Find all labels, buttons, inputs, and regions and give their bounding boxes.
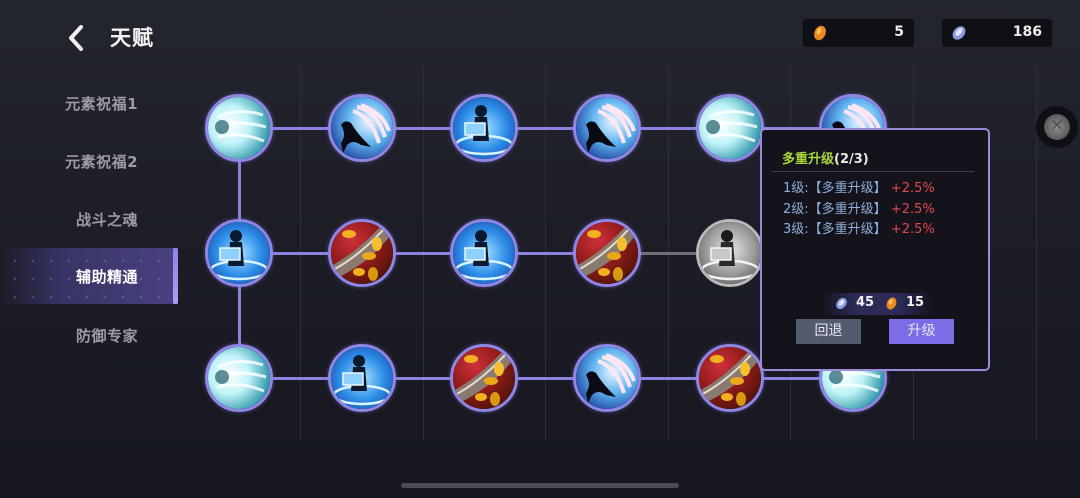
blue-crystal-icon xyxy=(836,297,847,310)
hologram-figure-icon xyxy=(453,97,515,159)
angel-silhouette-icon xyxy=(576,347,638,409)
sidebar-item-defense-expert[interactable]: 防御专家 xyxy=(0,307,178,363)
connector xyxy=(515,377,577,380)
talent-node-r2c4[interactable] xyxy=(573,219,641,287)
sidebar-item-label: 防御专家 xyxy=(75,327,138,345)
connector xyxy=(515,252,577,255)
level-line: 3级:【多重升级】 +2.5% xyxy=(783,222,935,237)
wing-burst-icon xyxy=(208,97,270,159)
home-indicator[interactable] xyxy=(401,483,679,488)
connector xyxy=(638,127,700,130)
orange-gem-icon xyxy=(886,297,897,310)
hologram-figure-icon xyxy=(453,222,515,284)
sidebar-item-support-mastery[interactable]: 辅助精通 xyxy=(0,248,178,304)
talent-node-r1c1[interactable] xyxy=(205,94,273,162)
currency-gold: 5 xyxy=(803,19,914,47)
talent-node-r1c3[interactable] xyxy=(450,94,518,162)
connector-locked xyxy=(638,252,700,255)
sidebar-item-element-blessing-1[interactable]: 元素祝福1 xyxy=(0,75,178,131)
sidebar-item-label: 元素祝福2 xyxy=(65,153,138,171)
connector xyxy=(638,377,700,380)
connector xyxy=(515,127,577,130)
talent-node-r3c3[interactable] xyxy=(450,344,518,412)
talent-tooltip: 多重升级(2/3) 1级:【多重升级】 +2.5% 2级:【多重升级】 +2.5… xyxy=(760,128,990,371)
talent-node-r1c5[interactable] xyxy=(696,94,764,162)
sidebar-item-battle-soul[interactable]: 战斗之魂 xyxy=(0,191,178,247)
connector xyxy=(270,252,332,255)
connector xyxy=(270,127,332,130)
currency-crystal: 186 xyxy=(942,19,1052,47)
talent-node-r2c2[interactable] xyxy=(328,219,396,287)
angel-silhouette-icon xyxy=(576,97,638,159)
talent-node-r3c4[interactable] xyxy=(573,344,641,412)
sidebar-item-label: 战斗之魂 xyxy=(75,211,138,229)
tooltip-progress: (2/3) xyxy=(834,152,869,167)
wing-burst-icon xyxy=(699,97,761,159)
close-circle-icon xyxy=(1044,114,1070,140)
connector xyxy=(393,252,454,255)
gold-coins-icon xyxy=(576,222,638,284)
connector xyxy=(393,377,454,380)
talent-node-r3c5[interactable] xyxy=(696,344,764,412)
talent-node-r2c5-locked[interactable] xyxy=(696,219,764,287)
talent-node-r3c2[interactable] xyxy=(328,344,396,412)
sidebar-item-label: 元素祝福1 xyxy=(65,95,138,113)
upgrade-button[interactable]: 升级 xyxy=(889,319,954,344)
talent-node-r3c1[interactable] xyxy=(205,344,273,412)
talent-node-r2c3[interactable] xyxy=(450,219,518,287)
hologram-figure-icon xyxy=(331,347,393,409)
revert-button[interactable]: 回退 xyxy=(796,319,861,344)
divider xyxy=(772,171,974,172)
talent-node-r1c4[interactable] xyxy=(573,94,641,162)
grid-divider xyxy=(1036,66,1037,440)
sidebar-item-label: 辅助精通 xyxy=(75,268,138,286)
connector xyxy=(393,127,454,130)
gold-cost: 15 xyxy=(906,295,925,310)
active-indicator xyxy=(173,248,178,304)
gold-coins-icon xyxy=(453,347,515,409)
gold-count: 5 xyxy=(894,24,904,40)
connector xyxy=(238,286,241,350)
blue-crystal-icon xyxy=(952,26,966,40)
talent-node-r2c1[interactable] xyxy=(205,219,273,287)
crystal-count: 186 xyxy=(1012,24,1042,40)
tooltip-title: 多重升级(2/3) xyxy=(782,152,869,167)
tooltip-level-list: 1级:【多重升级】 +2.5% 2级:【多重升级】 +2.5% 3级:【多重升级… xyxy=(783,179,935,241)
connector xyxy=(270,377,332,380)
hologram-figure-icon xyxy=(208,222,270,284)
page-title: 天赋 xyxy=(110,26,154,50)
gold-coins-icon xyxy=(331,222,393,284)
angel-silhouette-icon xyxy=(331,97,393,159)
talent-node-r1c2[interactable] xyxy=(328,94,396,162)
connector xyxy=(761,377,823,380)
crystal-cost: 45 xyxy=(856,295,875,310)
level-line: 2级:【多重升级】 +2.5% xyxy=(783,201,935,217)
sidebar-item-element-blessing-2[interactable]: 元素祝福2 xyxy=(0,133,178,189)
back-button[interactable] xyxy=(62,22,92,54)
orange-gem-icon xyxy=(814,25,826,41)
chevron-left-icon xyxy=(69,25,83,51)
side-toggle-button[interactable] xyxy=(1036,106,1078,148)
gold-coins-icon xyxy=(699,347,761,409)
connector xyxy=(238,160,241,224)
upgrade-cost: 45 15 xyxy=(822,293,932,315)
level-line: 1级:【多重升级】 +2.5% xyxy=(783,181,935,196)
wing-burst-icon xyxy=(208,347,270,409)
hologram-figure-icon xyxy=(699,222,761,284)
header: 天赋 5 186 xyxy=(0,0,1080,70)
